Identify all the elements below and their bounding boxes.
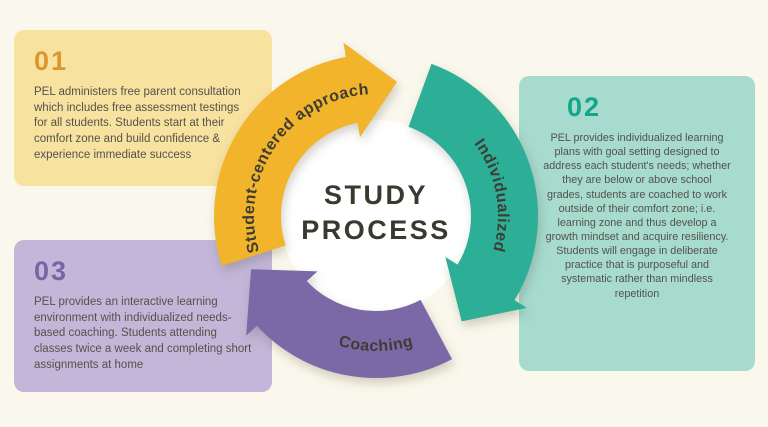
arrow-coaching xyxy=(246,269,453,379)
step-03-text: PEL provides an interactive learning env… xyxy=(34,296,252,371)
arc-label-coaching: Coaching xyxy=(337,333,415,355)
step-03-number: 03 xyxy=(34,256,69,286)
step-02-number: 02 xyxy=(567,92,602,122)
step-01-text: PEL administers free parent consultation… xyxy=(34,86,241,161)
diagram-title: STUDY PROCESS xyxy=(301,178,451,248)
diagram-title-line1: STUDY xyxy=(323,179,429,210)
step-card-02: 02 PEL provides individualized learning … xyxy=(519,76,755,371)
diagram-title-line2: PROCESS xyxy=(301,215,451,245)
step-card-03: 03 PEL provides an interactive learning … xyxy=(14,240,272,392)
step-01-number: 01 xyxy=(34,46,69,76)
step-02-text: PEL provides individualized learning pla… xyxy=(543,132,731,300)
step-card-01: 01 PEL administers free parent consultat… xyxy=(14,30,272,186)
arc-label-individualized: Individualized xyxy=(471,136,511,254)
